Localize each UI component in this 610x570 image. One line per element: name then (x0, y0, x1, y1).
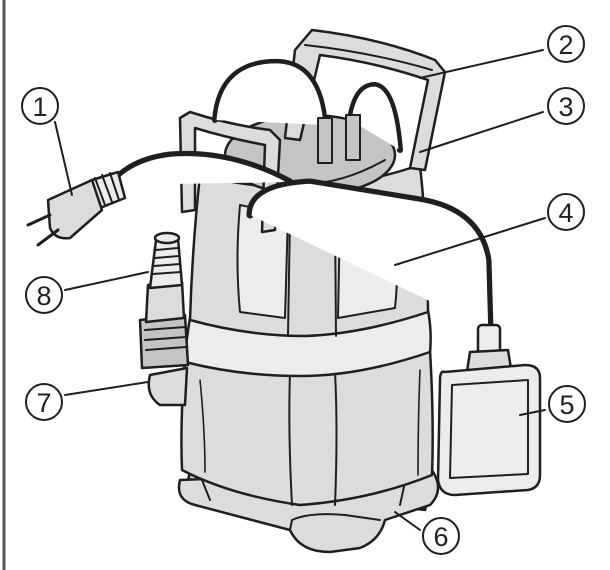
callout-number: 5 (559, 390, 574, 420)
callout-4: 4 (547, 193, 585, 231)
cable-gland-2 (345, 114, 361, 161)
leader-lines (54, 49, 546, 531)
callout-number: 4 (558, 198, 573, 228)
callout-circle (25, 383, 63, 421)
cable-gland-1 (317, 117, 333, 164)
callout-circle (547, 25, 585, 63)
callout-circle (21, 87, 59, 125)
callout-number: 3 (558, 92, 573, 122)
pump-illustration (26, 28, 542, 554)
handle-right (283, 28, 447, 172)
callout-number: 2 (558, 30, 573, 60)
leader-line-5 (519, 409, 546, 416)
leader-line-8 (64, 271, 149, 291)
leader-line-1 (54, 121, 73, 196)
leader-line-7 (64, 381, 149, 396)
leader-line-3 (419, 111, 544, 153)
callout-circle (422, 517, 460, 555)
callout-circle (25, 276, 63, 314)
callout-number: 8 (36, 281, 51, 311)
callout-number: 1 (32, 92, 47, 122)
leader-line-4 (394, 217, 546, 266)
callout-8: 8 (25, 276, 63, 314)
callout-3: 3 (547, 87, 585, 125)
callout-number: 7 (36, 388, 51, 418)
callout-7: 7 (25, 383, 63, 421)
callout-circle (548, 385, 586, 423)
float-switch (436, 323, 542, 497)
callout-2: 2 (547, 25, 585, 63)
callout-6: 6 (422, 517, 460, 555)
callout-circle (547, 193, 585, 231)
callout-1: 1 (21, 87, 59, 125)
power-plug (26, 170, 127, 247)
discharge-outlet (138, 231, 190, 407)
leader-line-6 (394, 511, 421, 531)
callout-number: 6 (433, 522, 448, 552)
callout-circle (547, 87, 585, 125)
leader-line-2 (419, 49, 544, 79)
callout-5: 5 (548, 385, 586, 423)
